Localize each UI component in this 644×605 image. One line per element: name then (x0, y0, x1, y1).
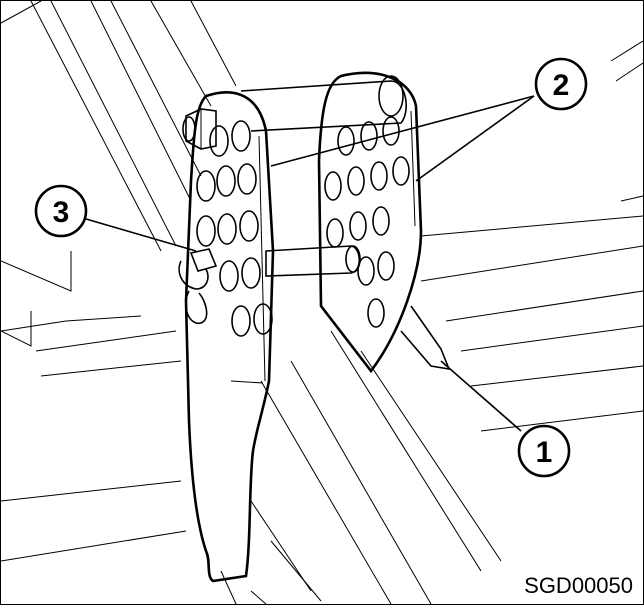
upper-pin (182, 75, 407, 150)
rear-plate-holes (324, 116, 410, 328)
leader-lines (85, 95, 535, 432)
callout-2: 2 (534, 57, 588, 111)
front-plate-holes (196, 120, 273, 337)
lock-pin (178, 248, 218, 324)
callout-3-label: 3 (53, 196, 70, 229)
callout-1-label: 1 (536, 436, 553, 469)
rear-plate (317, 71, 423, 374)
figure-code: SGD00050 (524, 573, 633, 598)
lower-pin (265, 245, 361, 277)
callout-2-label: 2 (553, 69, 570, 102)
callout-3: 3 (34, 184, 88, 238)
front-plate (184, 91, 275, 583)
lever-arm (400, 305, 451, 371)
callout-1: 1 (517, 424, 571, 478)
